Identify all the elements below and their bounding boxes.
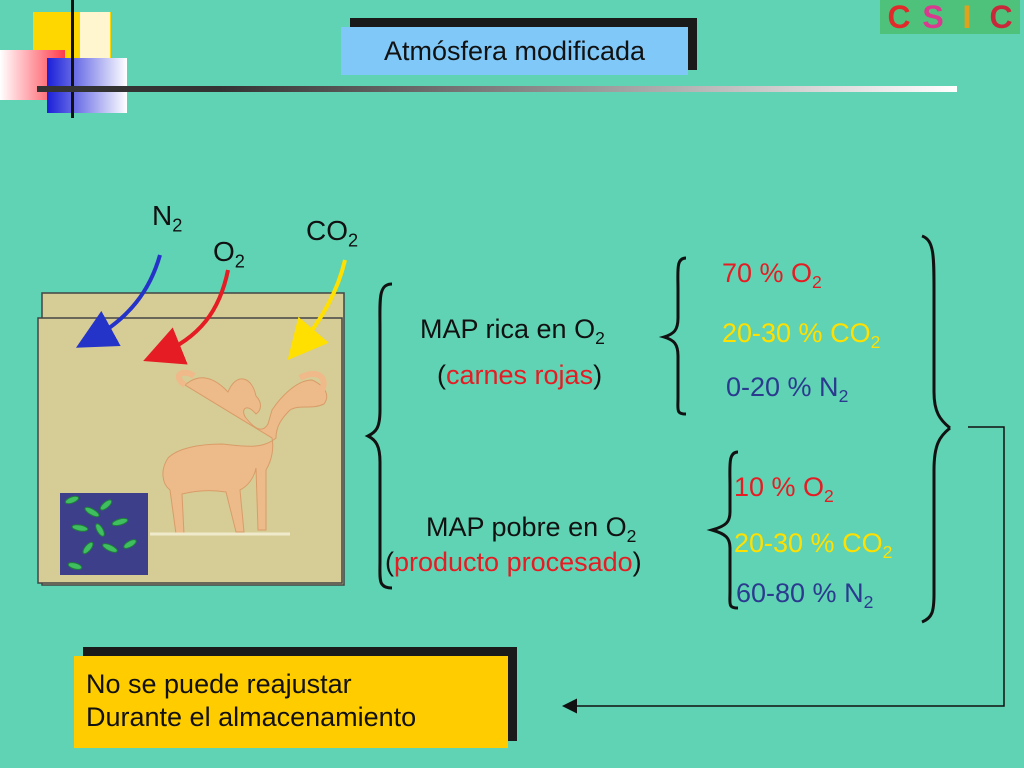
brace-right-rica: [921, 234, 951, 430]
map-rica-o2: 70 % O2: [722, 258, 822, 293]
gas-label-n2: N2: [152, 200, 183, 236]
map-rica-co2: 20-30 % CO2: [722, 318, 881, 353]
logo-letter-1: C: [887, 0, 911, 35]
deer-illustration: [162, 369, 328, 535]
logo-letter-3: I: [962, 0, 972, 35]
deco-blue-square: [47, 58, 127, 113]
brace-pobre: [706, 450, 739, 610]
brace-rica: [658, 256, 687, 416]
page-title: Atmósfera modificada: [341, 27, 688, 75]
note-box: No se puede reajustar Durante el almacen…: [74, 656, 508, 748]
map-pobre-o2: 10 % O2: [734, 472, 834, 507]
logo-letter-4: C: [989, 0, 1013, 35]
map-rica-n2: 0-20 % N2: [726, 372, 849, 407]
gas-label-co2: CO2: [306, 215, 359, 251]
map-pobre-co2: 20-30 % CO2: [734, 528, 893, 563]
deco-vertical-line: [71, 0, 74, 118]
deco-horizontal-line: [37, 86, 957, 92]
brace-right-pobre: [921, 426, 951, 624]
arrow-n2: [75, 254, 162, 348]
note-line-1: No se puede reajustar: [86, 669, 352, 699]
map-rica-product: (carnes rojas): [437, 360, 603, 390]
arrow-co2: [287, 259, 347, 361]
csic-logo: C S I C: [880, 0, 1020, 34]
map-pobre-label: MAP pobre en O2: [426, 512, 637, 547]
map-pobre-n2: 60-80 % N2: [736, 578, 874, 613]
logo-letter-2: S: [922, 0, 944, 35]
gas-label-o2: O2: [213, 236, 245, 272]
arrow-o2: [143, 269, 230, 365]
map-rica-label: MAP rica en O2: [420, 314, 605, 349]
map-pobre-product: (producto procesado): [385, 547, 642, 577]
note-line-2: Durante el almacenamiento: [86, 702, 417, 732]
connector-line: [562, 426, 1005, 714]
brace-main: [364, 282, 393, 590]
bacteria-image: [60, 493, 148, 575]
